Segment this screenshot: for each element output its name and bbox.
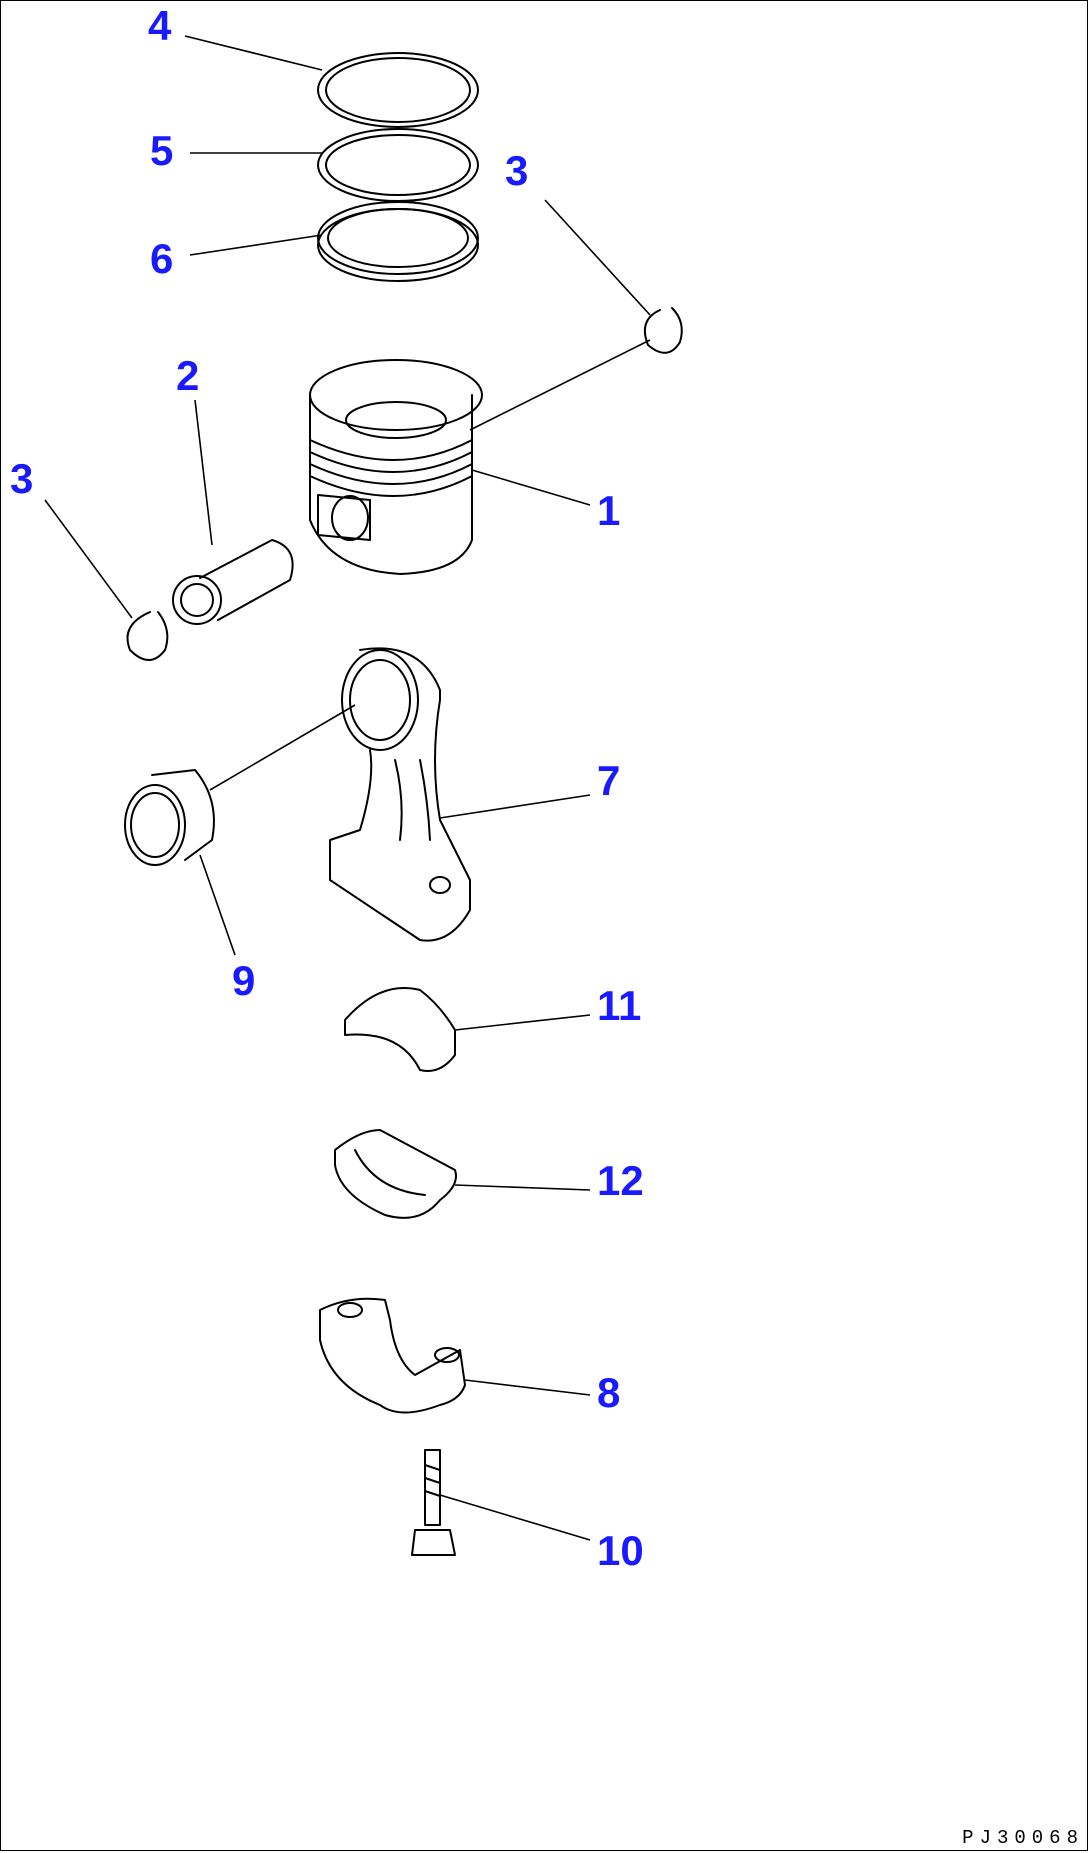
callout-5: 5 [150, 127, 174, 174]
piston-ring-oil [317, 201, 479, 282]
snap-ring-right [644, 307, 683, 354]
piston-pin [172, 539, 294, 625]
piston-ring-second [317, 128, 479, 202]
callout-8: 8 [597, 1369, 621, 1416]
drawing-code: PJ30068 [962, 1827, 1084, 1849]
callout-12: 12 [597, 1157, 644, 1204]
snap-ring-left [126, 611, 169, 661]
leader-lines [44, 35, 651, 1541]
callout-4: 4 [148, 2, 172, 49]
callout-11: 11 [597, 982, 642, 1029]
callout-3-right: 3 [505, 147, 529, 194]
small-end-bushing [124, 769, 215, 866]
callout-6: 6 [150, 235, 174, 282]
bearing-lower [334, 1129, 457, 1219]
connecting-rod-cap [319, 1297, 466, 1414]
connecting-rod [329, 647, 471, 942]
piston-ring-top [317, 52, 479, 128]
callout-10: 10 [597, 1527, 644, 1574]
rod-bolt [411, 1449, 456, 1556]
callout-7: 7 [597, 757, 621, 804]
callout-9: 9 [232, 957, 256, 1004]
callout-3-left: 3 [10, 455, 34, 502]
callout-2: 2 [176, 352, 200, 399]
piston [309, 359, 483, 575]
callout-1: 1 [597, 487, 621, 534]
bearing-upper [344, 987, 456, 1072]
